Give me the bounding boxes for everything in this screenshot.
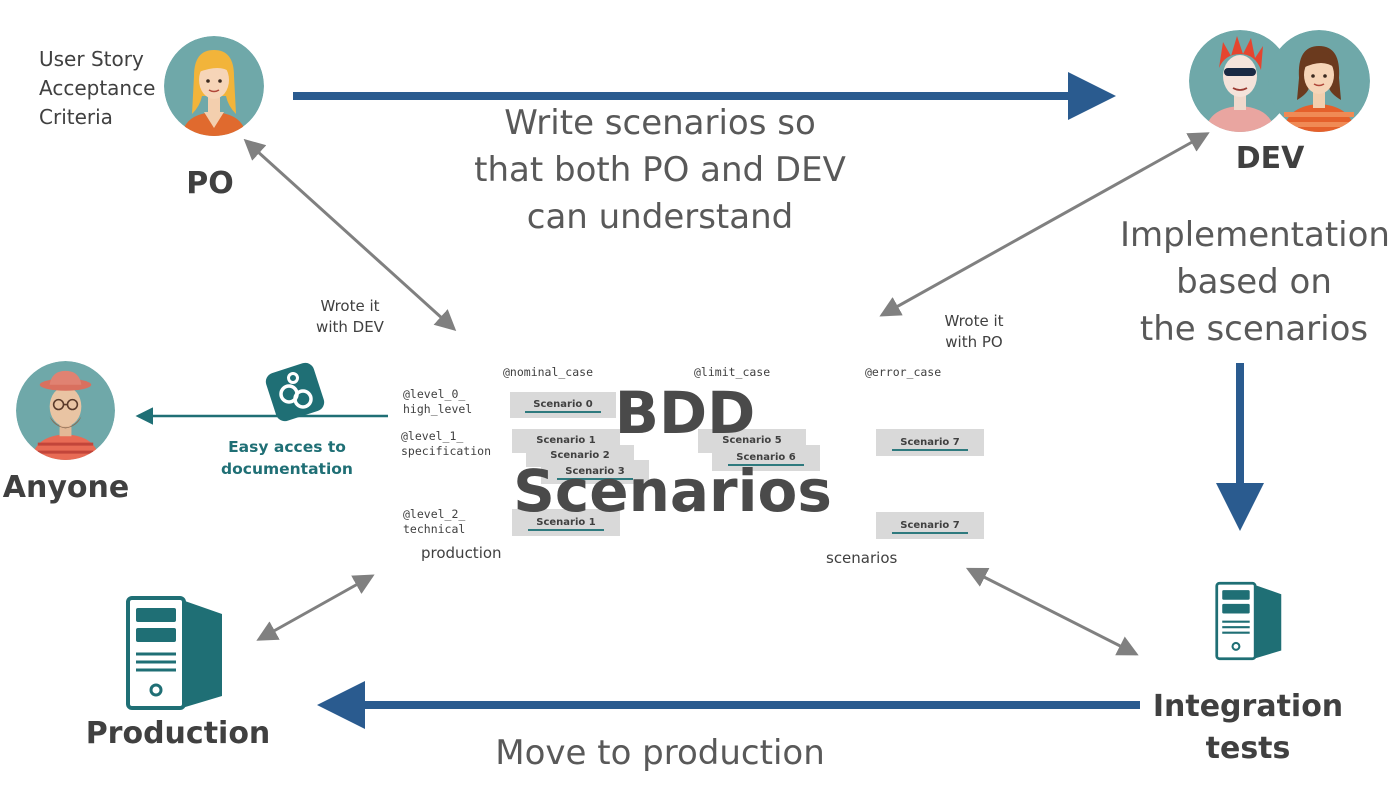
scenario-card: Scenario 6 (712, 445, 820, 471)
implementation-line: the scenarios (1139, 309, 1369, 349)
top-message: Write scenarios so that both PO and DEV … (440, 100, 880, 241)
tag-level1: @level_1_ specification (401, 429, 491, 459)
anyone-label: Anyone (2, 470, 130, 505)
tag-line: technical (403, 522, 466, 536)
tag-line: @level_0_ (403, 387, 466, 401)
tag-line: high_level (403, 402, 473, 416)
tag-line: specification (401, 444, 492, 458)
implementation-message: Implementation based on the scenarios (1120, 212, 1389, 353)
wrote-line: Wrote it (320, 297, 380, 315)
production-bdd-arrow (256, 574, 375, 641)
doc-caption-line: documentation (221, 460, 353, 478)
dev-label: DEV (1235, 141, 1305, 176)
production-server-icon (126, 596, 222, 710)
tag-line: @level_1_ (401, 429, 464, 443)
implementation-line: Implementation (1120, 215, 1389, 255)
integration-label-line: Integration (1152, 689, 1344, 724)
tests-bdd-arrow (965, 567, 1139, 656)
integration-label: Integration tests (1150, 686, 1346, 770)
tag-nominal: @nominal_case (503, 365, 594, 379)
scenarios-fragment: scenarios (826, 549, 898, 567)
doc-caption-line: Easy acces to (228, 438, 346, 456)
production-label: Production (85, 716, 271, 751)
scenario-card: Scenario 7 (876, 429, 984, 456)
scenario-card: Scenario 7 (876, 512, 984, 539)
dev-avatar (1189, 30, 1370, 132)
scenario-label: Scenario 7 (892, 436, 968, 451)
implementation-line: based on (1176, 262, 1332, 302)
bdd-title: BDD Scenarios (513, 374, 860, 530)
tag-error: @error_case (865, 365, 942, 379)
integration-label-line: tests (1205, 731, 1291, 766)
bottom-message: Move to production (495, 733, 825, 773)
po-note-line: Criteria (39, 105, 113, 129)
integration-server-icon (1215, 581, 1282, 661)
scenario-card: Scenario 1 (512, 509, 620, 536)
tag-level2: @level_2_ technical (403, 507, 465, 537)
scenario-card: Scenario 3 (541, 460, 649, 484)
po-note-line: User Story (39, 47, 144, 71)
wrote-line: Wrote it (944, 312, 1004, 330)
bdd-title-line: Scenarios (513, 457, 832, 525)
scenario-label: Scenario 6 (728, 451, 804, 466)
documentation-icon[interactable] (260, 357, 330, 427)
po-bdd-arrow (243, 138, 457, 332)
top-message-line: can understand (526, 197, 794, 237)
production-fragment: production (421, 544, 502, 562)
wrote-line: with DEV (316, 318, 384, 336)
scenario-label: Scenario 1 (528, 516, 604, 531)
wrote-line: with PO (945, 333, 1003, 351)
tag-limit: @limit_case (694, 365, 771, 379)
scenario-label: Scenario 0 (525, 398, 601, 413)
scenario-label: Scenario 3 (557, 465, 633, 480)
tag-level0: @level_0_ high_level (403, 387, 472, 417)
scenario-label: Scenario 7 (892, 519, 968, 534)
tag-line: @level_2_ (403, 507, 466, 521)
doc-caption: Easy acces to documentation (214, 436, 360, 480)
wrote-with-po-note: Wrote it with PO (934, 311, 1014, 353)
dev-bdd-arrow (879, 132, 1210, 317)
wrote-with-dev-note: Wrote it with DEV (310, 296, 390, 338)
po-avatar (164, 36, 264, 136)
bdd-title-line: BDD (614, 379, 756, 447)
scenario-card: Scenario 0 (510, 392, 616, 418)
top-message-line: Write scenarios so (504, 103, 816, 143)
anyone-avatar (16, 361, 115, 460)
po-label: PO (186, 166, 234, 201)
top-message-line: that both PO and DEV (474, 150, 846, 190)
po-note: User Story Acceptance Criteria (39, 45, 155, 132)
po-note-line: Acceptance (39, 76, 156, 100)
